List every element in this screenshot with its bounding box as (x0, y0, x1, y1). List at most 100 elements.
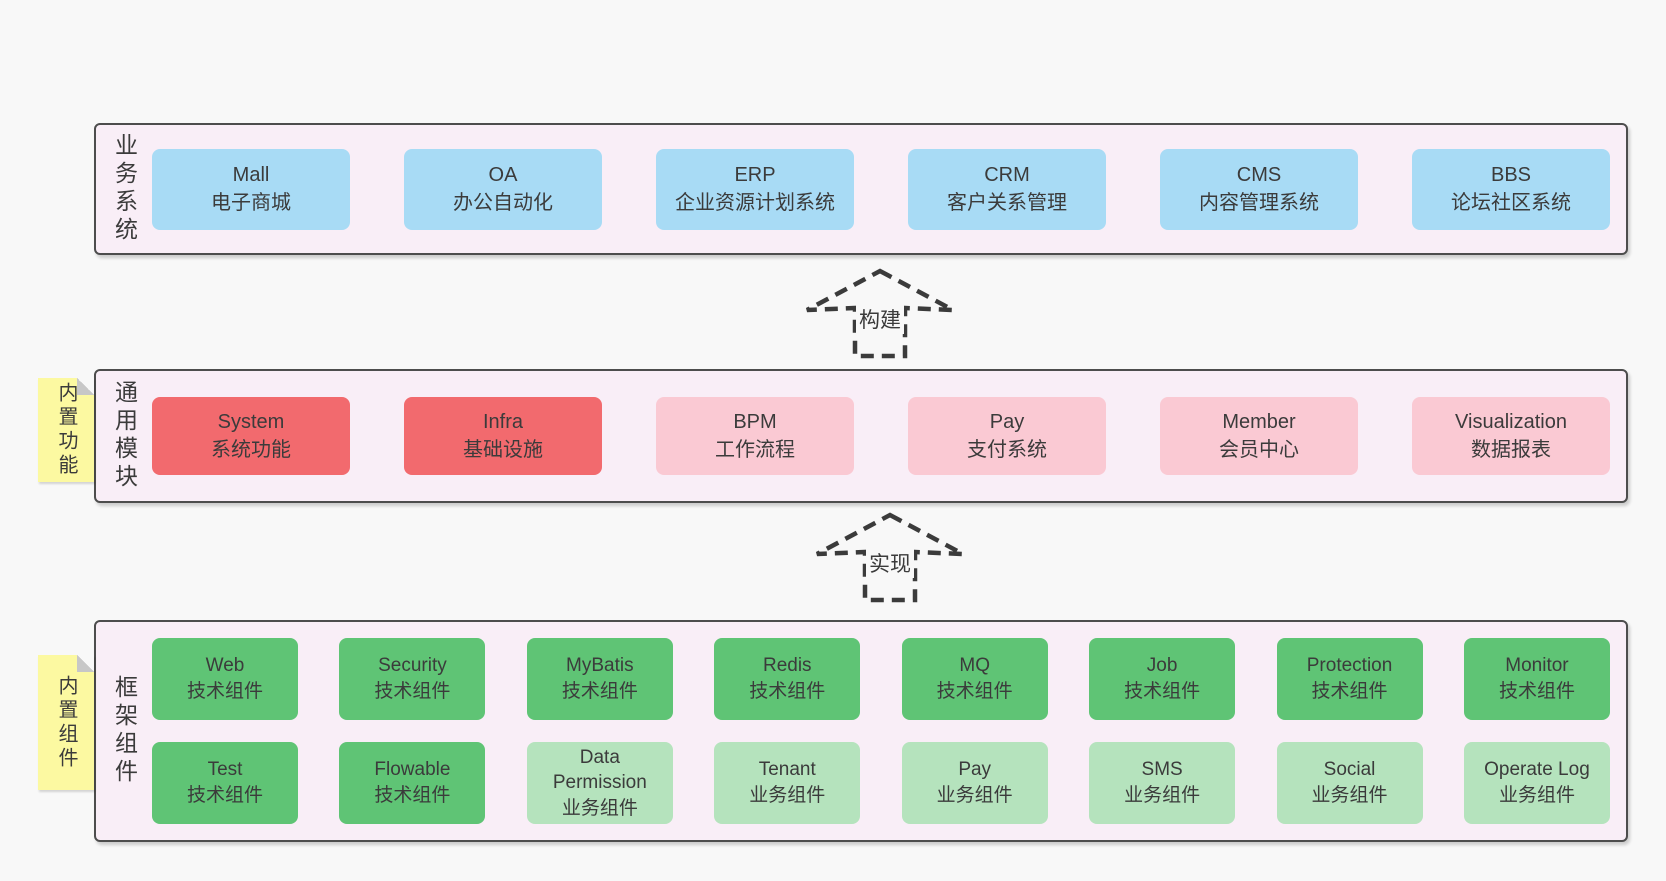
component-subtitle: 业务组件 (749, 785, 826, 806)
component-subtitle: 业务组件 (1498, 785, 1575, 806)
component-title: SMS (1141, 759, 1183, 781)
component-box: Social 业务组件 (1276, 742, 1423, 824)
component-subtitle: 系统功能 (211, 439, 291, 461)
component-title: OA (488, 164, 518, 186)
component-box: MQ 技术组件 (901, 638, 1048, 720)
component-box: Monitor 技术组件 (1463, 638, 1610, 720)
arrow-implement: 实现 (815, 512, 965, 604)
component-subtitle: 会员中心 (1219, 439, 1299, 461)
component-subtitle: 基础设施 (463, 439, 543, 461)
arrow-implement-label: 实现 (866, 548, 914, 578)
component-box: Web 技术组件 (152, 638, 298, 720)
component-subtitle: 论坛社区系统 (1451, 192, 1571, 214)
component-box: Redis 技术组件 (714, 638, 861, 720)
sticky-note-built-in-features: 内置功能 (38, 378, 94, 482)
component-title: Protection (1306, 655, 1393, 677)
component-title: System (217, 411, 285, 433)
component-box: Security 技术组件 (339, 638, 486, 720)
component-box: Test 技术组件 (152, 742, 298, 824)
component-box: CRM 客户关系管理 (908, 148, 1106, 230)
component-title: Security (378, 655, 447, 677)
component-box: BPM 工作流程 (656, 397, 854, 475)
component-subtitle: 企业资源计划系统 (675, 192, 835, 214)
business-systems-row: Mall 电子商城 OA 办公自动化 ERP 企业资源计划系统 CRM 客户关系管理 CMS 内容… (152, 148, 1610, 230)
component-box: OA 办公自动化 (404, 148, 602, 230)
component-title: ERP (734, 164, 776, 186)
component-subtitle: 工作流程 (715, 439, 795, 461)
component-box: Protection 技术组件 (1276, 638, 1423, 720)
component-box: Infra 基础设施 (404, 397, 602, 475)
component-title: Pay (958, 759, 992, 781)
component-box: Flowable 技术组件 (339, 742, 486, 824)
component-box: Mall 电子商城 (152, 148, 350, 230)
component-title: CRM (984, 164, 1030, 186)
component-title: Test (207, 759, 243, 781)
section-common-modules: 通用模块 System 系统功能 Infra 基础设施 BPM 工作流程 Pay 支付系统 Me… (94, 369, 1628, 503)
section-label-business-systems: 业务系统 (111, 133, 138, 245)
component-subtitle: 技术组件 (186, 785, 263, 806)
component-box: BBS 论坛社区系统 (1412, 148, 1610, 230)
component-subtitle: 技术组件 (749, 681, 826, 702)
component-title: MQ (959, 655, 990, 677)
component-subtitle: 业务组件 (936, 785, 1013, 806)
common-modules-row: System 系统功能 Infra 基础设施 BPM 工作流程 Pay 支付系统 Member 会… (152, 397, 1610, 475)
component-title: Redis (762, 655, 812, 677)
section-business-systems: 业务系统 Mall 电子商城 OA 办公自动化 ERP 企业资源计划系统 CRM 客户关系管理… (94, 123, 1628, 255)
section-label-common-modules: 通用模块 (111, 380, 138, 492)
sticky-note-built-in-components: 内置组件 (38, 655, 94, 790)
component-box: Visualization 数据报表 (1412, 397, 1610, 475)
component-box: System 系统功能 (152, 397, 350, 475)
component-title: Flowable (374, 759, 451, 781)
component-subtitle: 内容管理系统 (1199, 192, 1319, 214)
arrow-build-label: 构建 (856, 304, 904, 334)
component-box: Data Permission 业务组件 (526, 742, 673, 824)
component-subtitle: 业务组件 (1311, 785, 1388, 806)
component-title: Member (1222, 411, 1296, 433)
component-title: BPM (733, 411, 777, 433)
component-box: MyBatis 技术组件 (526, 638, 673, 720)
component-box: Pay 业务组件 (901, 742, 1048, 824)
component-subtitle: 技术组件 (1498, 681, 1575, 702)
component-title: Tenant (758, 759, 816, 781)
component-box: Member 会员中心 (1160, 397, 1358, 475)
component-box: Operate Log 业务组件 (1463, 742, 1610, 824)
component-title: Pay (989, 411, 1025, 433)
component-title: Web (205, 655, 245, 677)
component-title: Operate Log (1484, 759, 1590, 781)
component-title: CMS (1236, 164, 1282, 186)
component-subtitle: 技术组件 (561, 681, 638, 702)
component-subtitle: 技术组件 (186, 681, 263, 702)
component-subtitle: 技术组件 (1311, 681, 1388, 702)
component-subtitle: 技术组件 (1124, 681, 1201, 702)
component-title: MyBatis (566, 655, 634, 677)
arrow-build: 构建 (805, 268, 955, 360)
component-title: BBS (1490, 164, 1532, 186)
section-label-framework-components: 框架组件 (111, 675, 138, 787)
component-box: SMS 业务组件 (1089, 742, 1236, 824)
component-subtitle: 技术组件 (374, 681, 451, 702)
component-subtitle: 电子商城 (211, 192, 291, 214)
component-subtitle: 客户关系管理 (947, 192, 1067, 214)
component-subtitle: 数据报表 (1471, 439, 1551, 461)
component-box: Tenant 业务组件 (714, 742, 861, 824)
component-box: CMS 内容管理系统 (1160, 148, 1358, 230)
component-title: Data Permission (552, 746, 647, 794)
component-subtitle: 技术组件 (374, 785, 451, 806)
component-subtitle: 业务组件 (561, 797, 638, 819)
component-subtitle: 业务组件 (1124, 785, 1201, 806)
component-subtitle: 技术组件 (936, 681, 1013, 702)
component-title: Infra (482, 411, 524, 433)
component-box: ERP 企业资源计划系统 (656, 148, 854, 230)
component-title: Mall (232, 164, 270, 186)
component-title: Visualization (1455, 411, 1567, 433)
component-title: Job (1146, 655, 1178, 677)
component-title: Monitor (1505, 655, 1569, 677)
component-subtitle: 办公自动化 (453, 192, 553, 214)
component-box: Pay 支付系统 (908, 397, 1106, 475)
component-title: Social (1323, 759, 1376, 781)
component-subtitle: 支付系统 (967, 439, 1047, 461)
